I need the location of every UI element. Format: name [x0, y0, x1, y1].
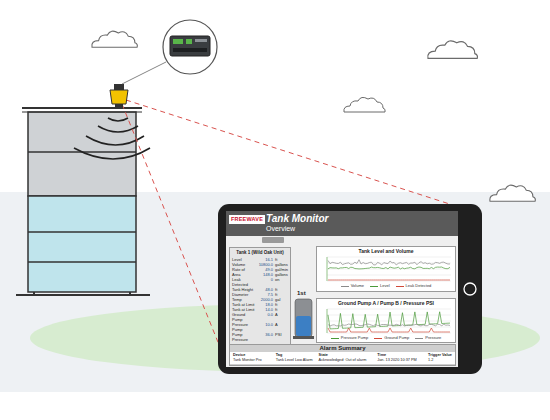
chart-legend: Volume Level Leak Detected — [319, 284, 453, 289]
alarm-table: DeviceTagStateTimeTrigger ValueTank Moni… — [230, 352, 455, 363]
table-cell: gallons — [275, 262, 288, 267]
table-cell: Rate of — [232, 267, 257, 272]
table-cell: A — [275, 312, 288, 322]
table-cell: Jan. 13 2020 10:37 PM — [377, 358, 425, 363]
legend-line — [415, 338, 423, 339]
legend-text: Volume — [351, 284, 364, 289]
table-cell: A — [275, 322, 288, 332]
brand-logo: FREEWAVE — [229, 215, 265, 224]
table-cell: ft — [275, 302, 288, 307]
table-cell: ft — [275, 292, 288, 297]
legend-line — [396, 286, 404, 287]
legend-text: Pressure Pump — [341, 336, 369, 341]
storage-tank — [16, 108, 150, 295]
table-cell: Pump Pressure — [232, 332, 257, 342]
legend-line — [331, 338, 339, 339]
tank-tag: 1st — [297, 290, 306, 297]
sonar-waves — [74, 118, 150, 159]
tank-graphic — [293, 299, 314, 339]
table-cell: Tank Height — [232, 287, 257, 292]
legend-item: Pressure Pump — [331, 336, 369, 341]
table-cell: Area — [232, 272, 257, 277]
legend-item: Ground Pump — [374, 336, 409, 341]
legend-line — [341, 286, 349, 287]
table-cell: 0.0 — [259, 312, 273, 322]
level-sensor — [110, 84, 128, 108]
table-cell: Tag — [276, 353, 316, 358]
table-cell: Tank at Limit — [232, 307, 257, 312]
data-panel: Tank 1 (Wild Oak Unit)Level16.1ftVolume1… — [229, 247, 291, 345]
gateway-callout — [163, 20, 217, 74]
table-cell: 7.5 — [259, 292, 273, 297]
table-cell: Trigger Value — [428, 353, 452, 358]
table-cell: 14.0 — [259, 307, 273, 312]
panel-subtitle: Overview — [266, 225, 454, 233]
legend-line — [374, 338, 382, 339]
table-cell: Leak Detected — [232, 277, 257, 287]
table-cell: 148.0 — [259, 272, 273, 277]
table-cell: Tank Level Low Alarm — [276, 358, 316, 363]
table-cell: Time — [377, 353, 425, 358]
table-cell: 18.0 — [259, 302, 273, 307]
table-cell: gallons — [275, 272, 288, 277]
table-cell: 10.0 — [259, 322, 273, 332]
table-cell: gal — [275, 297, 288, 302]
legend-item: Volume — [341, 284, 364, 289]
legend-text: Pressure — [425, 336, 441, 341]
legend-text: Leak Detected — [406, 284, 432, 289]
table-cell: Pressure Pump — [232, 322, 257, 332]
tablet — [218, 204, 482, 374]
table-cell: 10800.0 — [259, 262, 273, 267]
panel-title: Ground Pump A / Pump B / Pressure PSI — [319, 300, 453, 306]
table-cell: 36.0 — [259, 332, 273, 342]
table-cell: State — [319, 353, 375, 358]
table-cell: Tank Monitor Pro — [233, 358, 273, 363]
chart-panel: Ground Pump A / Pump B / Pressure PSI Pre… — [316, 298, 456, 343]
panel-title: Alarm Summary — [230, 345, 455, 352]
table-cell: 16.1 — [259, 257, 273, 262]
table-cell: Acknowledged: Out of alarm — [319, 358, 375, 363]
ground-band — [0, 192, 550, 392]
table-cell: 48.0 — [259, 287, 273, 292]
legend-item: Level — [370, 284, 390, 289]
legend-text: Level — [380, 284, 390, 289]
line-chart — [319, 307, 453, 335]
table-cell: Tank at Limit — [232, 302, 257, 307]
table-cell: Level — [232, 257, 257, 262]
table-cell: Ground Pump — [232, 312, 257, 322]
table-cell: PSI — [275, 332, 288, 342]
legend-item: Pressure — [415, 336, 441, 341]
alarm-panel: Alarm SummaryDeviceTagStateTimeTrigger V… — [229, 344, 456, 366]
table-cell: Temp — [232, 297, 257, 302]
table-cell: Device — [233, 353, 273, 358]
panel-title: Tank Monitor — [266, 213, 454, 225]
table-cell: ft — [275, 287, 288, 292]
table-cell: gal/min — [275, 267, 288, 272]
line-chart — [319, 255, 453, 283]
table-cell: 1.2 — [428, 358, 452, 363]
callout-line — [122, 62, 166, 84]
chart-legend: Pressure Pump Ground Pump Pressure — [319, 336, 453, 341]
table-cell: on — [275, 277, 288, 287]
table-cell: ft — [275, 307, 288, 312]
chart-panel: Tank Level and VolumeVolume Level Leak Det… — [316, 246, 456, 292]
table-cell: 0 — [259, 277, 273, 287]
data-table: Level16.1ftVolume10800.0gallonsRate of49… — [232, 257, 288, 342]
table-cell: Diameter — [232, 292, 257, 297]
clouds — [92, 31, 536, 201]
legend-item: Leak Detected — [396, 284, 432, 289]
panel-title: Tank Level and Volume — [319, 248, 453, 254]
legend-line — [370, 286, 378, 287]
table-cell: 49.0 — [259, 267, 273, 272]
panel-title: Tank 1 (Wild Oak Unit) — [232, 250, 288, 255]
table-cell: 2000.0 — [259, 297, 273, 302]
table-cell: ft — [275, 257, 288, 262]
table-cell: Volume — [232, 262, 257, 267]
legend-text: Ground Pump — [384, 336, 409, 341]
